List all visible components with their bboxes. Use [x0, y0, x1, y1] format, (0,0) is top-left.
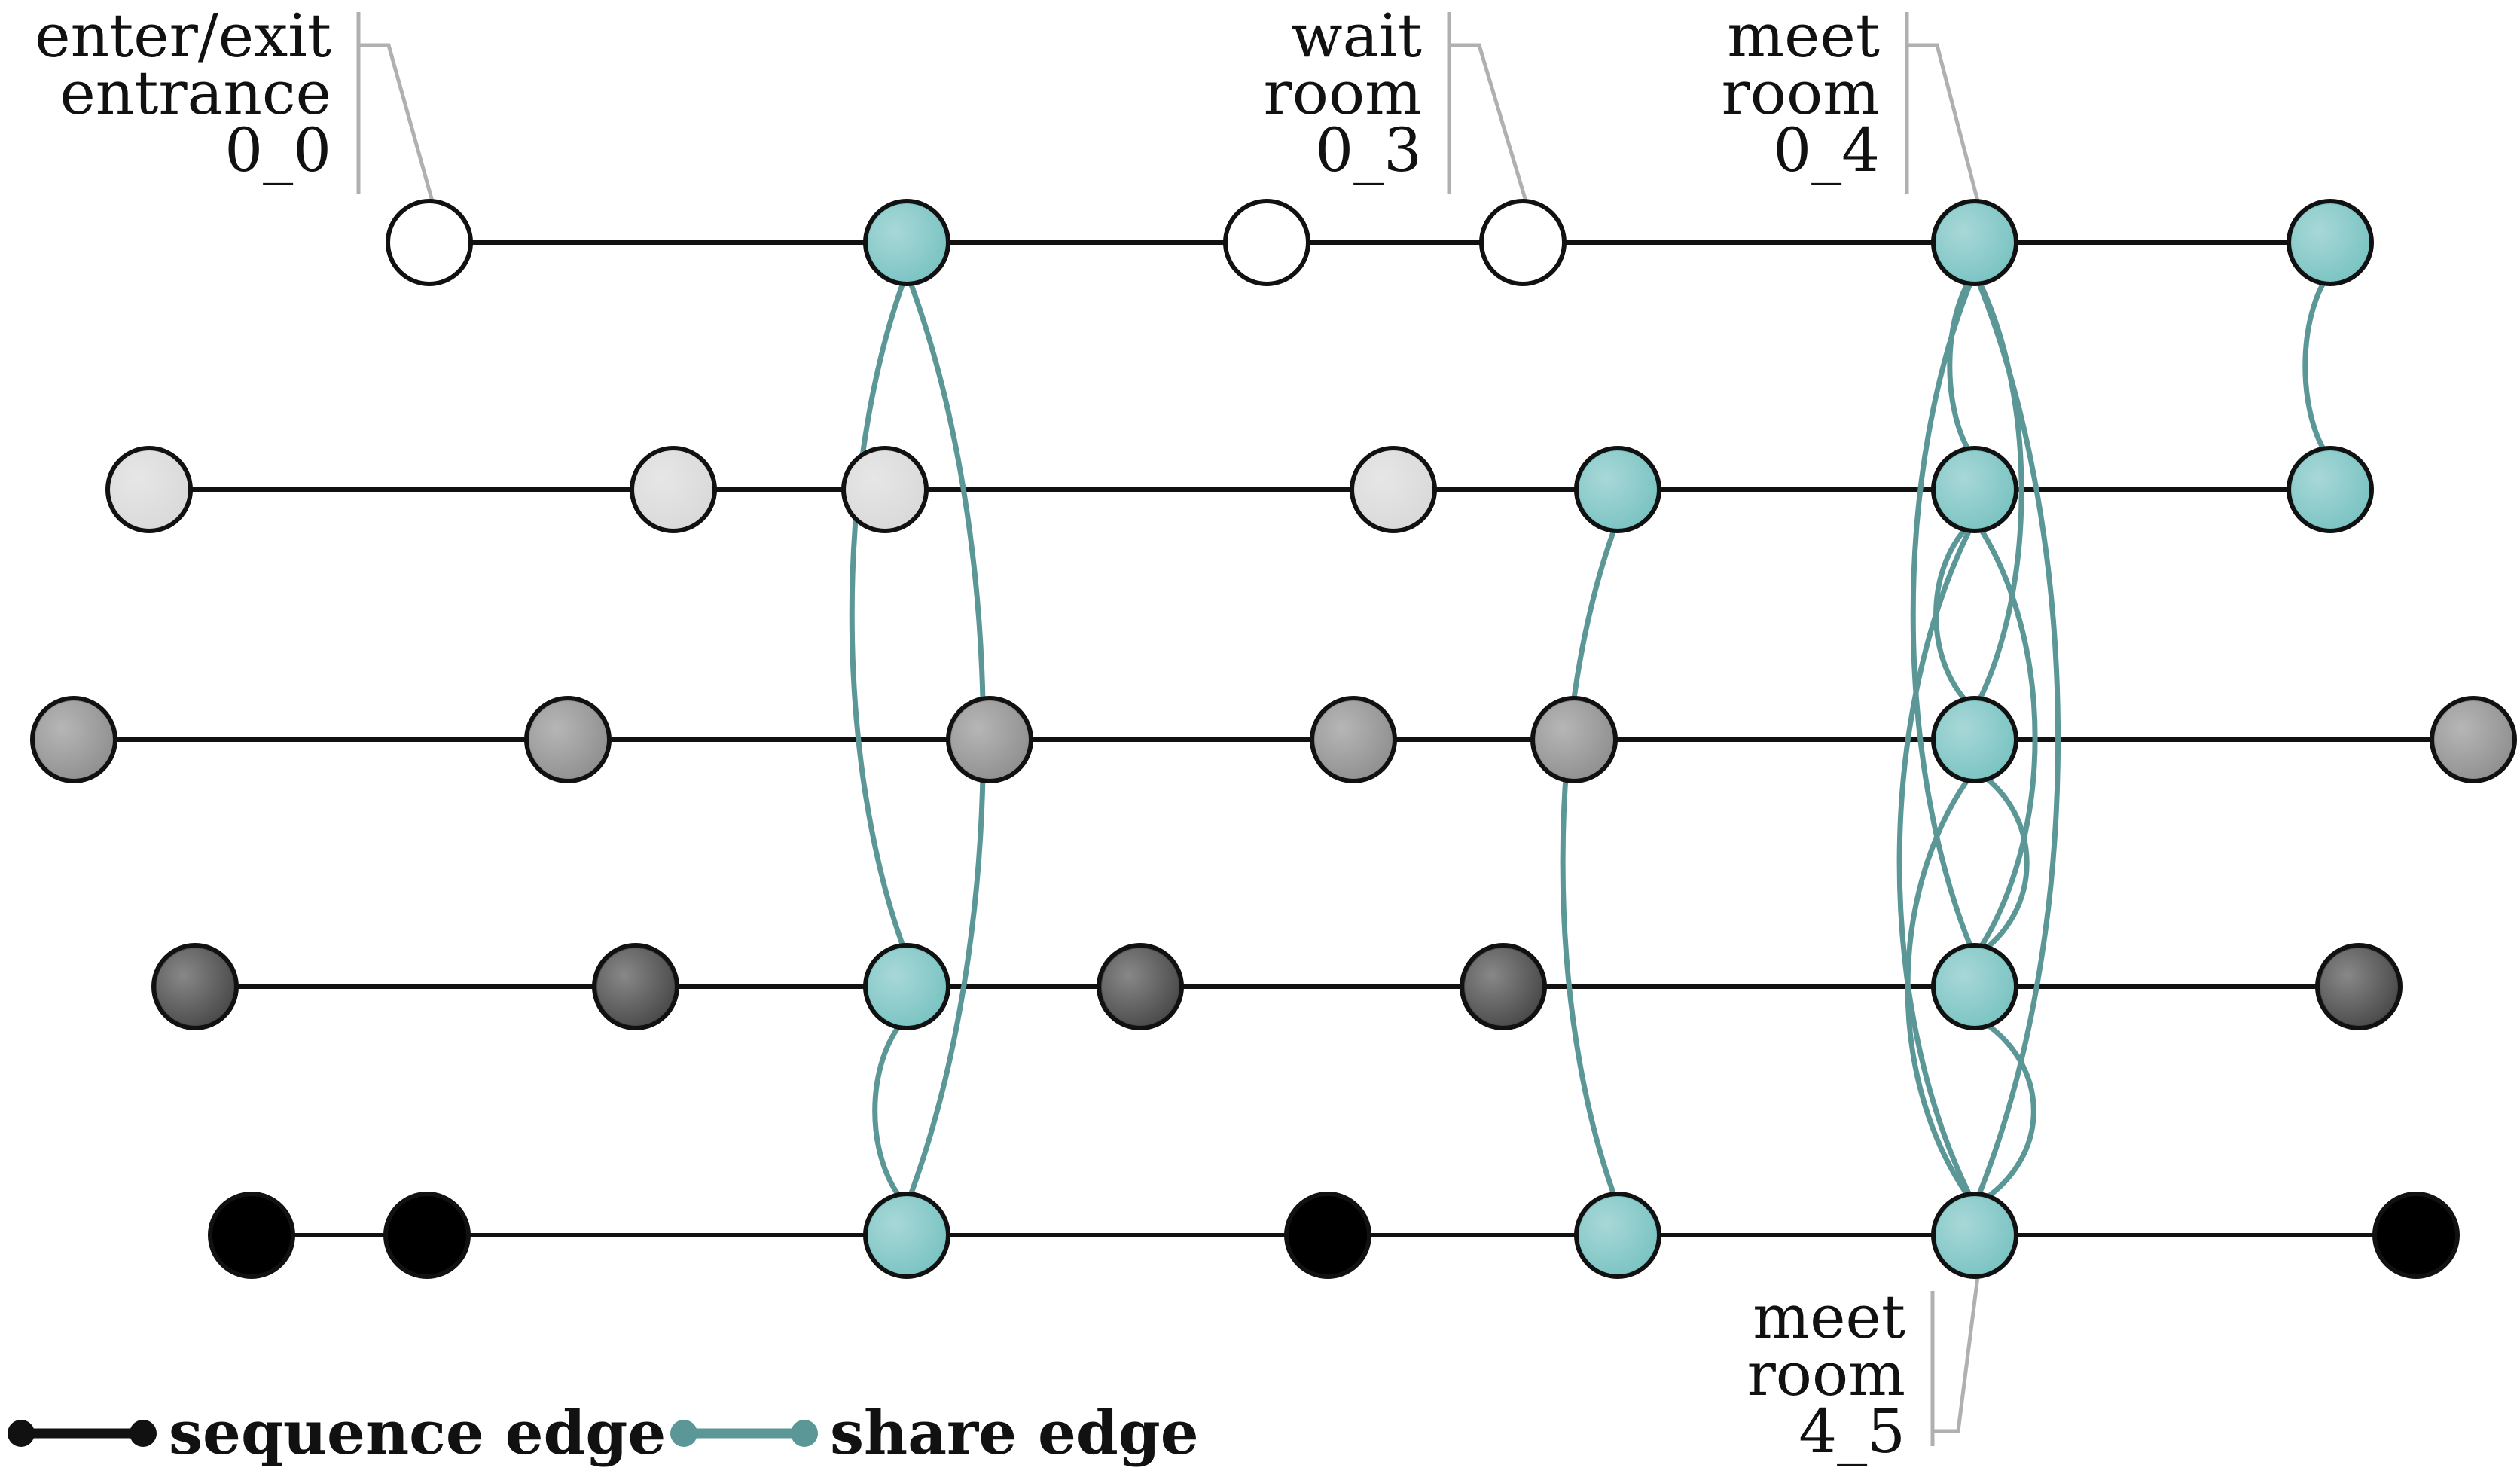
node-highlight: [1936, 701, 2013, 778]
annotation-label-line: enter/exit: [35, 1, 331, 71]
event-nodes: [30, 199, 2517, 1279]
node-highlight: [597, 948, 674, 1025]
node-highlight: [951, 701, 1028, 778]
node-highlight: [391, 204, 468, 281]
annotation-label-line: meet: [1727, 1, 1880, 71]
share-edge: [1972, 518, 2038, 958]
share-edge: [1972, 271, 2061, 1207]
node-highlight: [868, 204, 945, 281]
share-edge: [1973, 1014, 2036, 1208]
annotation-bracket: [1447, 12, 1528, 202]
node-highlight: [35, 701, 112, 778]
event-node: [208, 1192, 295, 1279]
share-edge: [849, 271, 910, 958]
annotation-label-line: wait: [1291, 1, 1422, 71]
legend-sequence-edge-label: sequence edge: [169, 1397, 666, 1468]
share-edges: [849, 270, 2332, 1208]
share-edge: [872, 1015, 909, 1207]
annotation-label-line: room: [1264, 58, 1422, 128]
share-edge: [1896, 518, 1978, 1207]
annotation-bracket: [1905, 12, 1980, 202]
node-highlight: [1484, 204, 1561, 281]
node-highlight: [1228, 204, 1305, 281]
node-highlight: [1936, 204, 2013, 281]
share-edge: [1933, 517, 1977, 712]
node-highlight: [868, 1197, 945, 1274]
event-node: [2372, 1192, 2460, 1279]
node-highlight: [157, 948, 233, 1025]
annotation-label-line: entrance: [59, 58, 331, 128]
share-edge: [1947, 270, 1977, 462]
legend-share-edge-endpoint: [670, 1420, 697, 1447]
annotation-label-line: meet: [1753, 1282, 1905, 1352]
sequence-edges: [74, 240, 2473, 1237]
legend-share-edge-label: share edge: [830, 1397, 1199, 1468]
annotation-label-line: room: [1722, 58, 1880, 128]
node-highlight: [1465, 948, 1542, 1025]
node-highlight: [635, 451, 712, 528]
annotation-bracket: [1930, 1276, 1980, 1446]
node-highlight: [1102, 948, 1179, 1025]
node-highlight: [111, 451, 188, 528]
node-highlight: [868, 948, 945, 1025]
share-edge: [2302, 270, 2332, 462]
node-highlight: [2320, 948, 2397, 1025]
annotation-label-line: 0_0: [224, 115, 331, 185]
node-highlight: [1936, 1197, 2013, 1274]
node-highlight: [847, 451, 923, 528]
share-edge: [1905, 767, 1977, 1207]
legend-sequence-edge-endpoint: [8, 1420, 35, 1447]
node-highlight: [1579, 1197, 1656, 1274]
node-highlight: [2292, 451, 2369, 528]
node-highlight: [2292, 204, 2369, 281]
node-highlight: [1579, 451, 1656, 528]
legend: sequence edge share edge: [8, 1397, 1199, 1468]
node-highlight: [1536, 701, 1612, 778]
annotation-label-line: room: [1747, 1339, 1905, 1409]
node-highlight: [1315, 701, 1392, 778]
legend-share-edge-endpoint: [791, 1420, 818, 1447]
node-highlight: [2435, 701, 2512, 778]
annotation-bracket: [356, 12, 435, 202]
node-highlight: [1355, 451, 1432, 528]
share-edge: [1560, 518, 1621, 1207]
node-highlight: [1936, 451, 2013, 528]
share-edge: [1910, 271, 1978, 958]
annotation-brackets: [356, 12, 1980, 1446]
event-node: [1284, 1192, 1371, 1279]
share-edge: [1973, 767, 2030, 959]
annotation-label-line: 4_5: [1798, 1396, 1905, 1466]
node-highlight: [1936, 948, 2013, 1025]
annotation-label-line: 0_3: [1315, 115, 1422, 185]
legend-sequence-edge-endpoint: [130, 1420, 157, 1447]
node-highlight: [529, 701, 606, 778]
event-node: [383, 1192, 471, 1279]
annotation-label-line: 0_4: [1773, 115, 1880, 185]
